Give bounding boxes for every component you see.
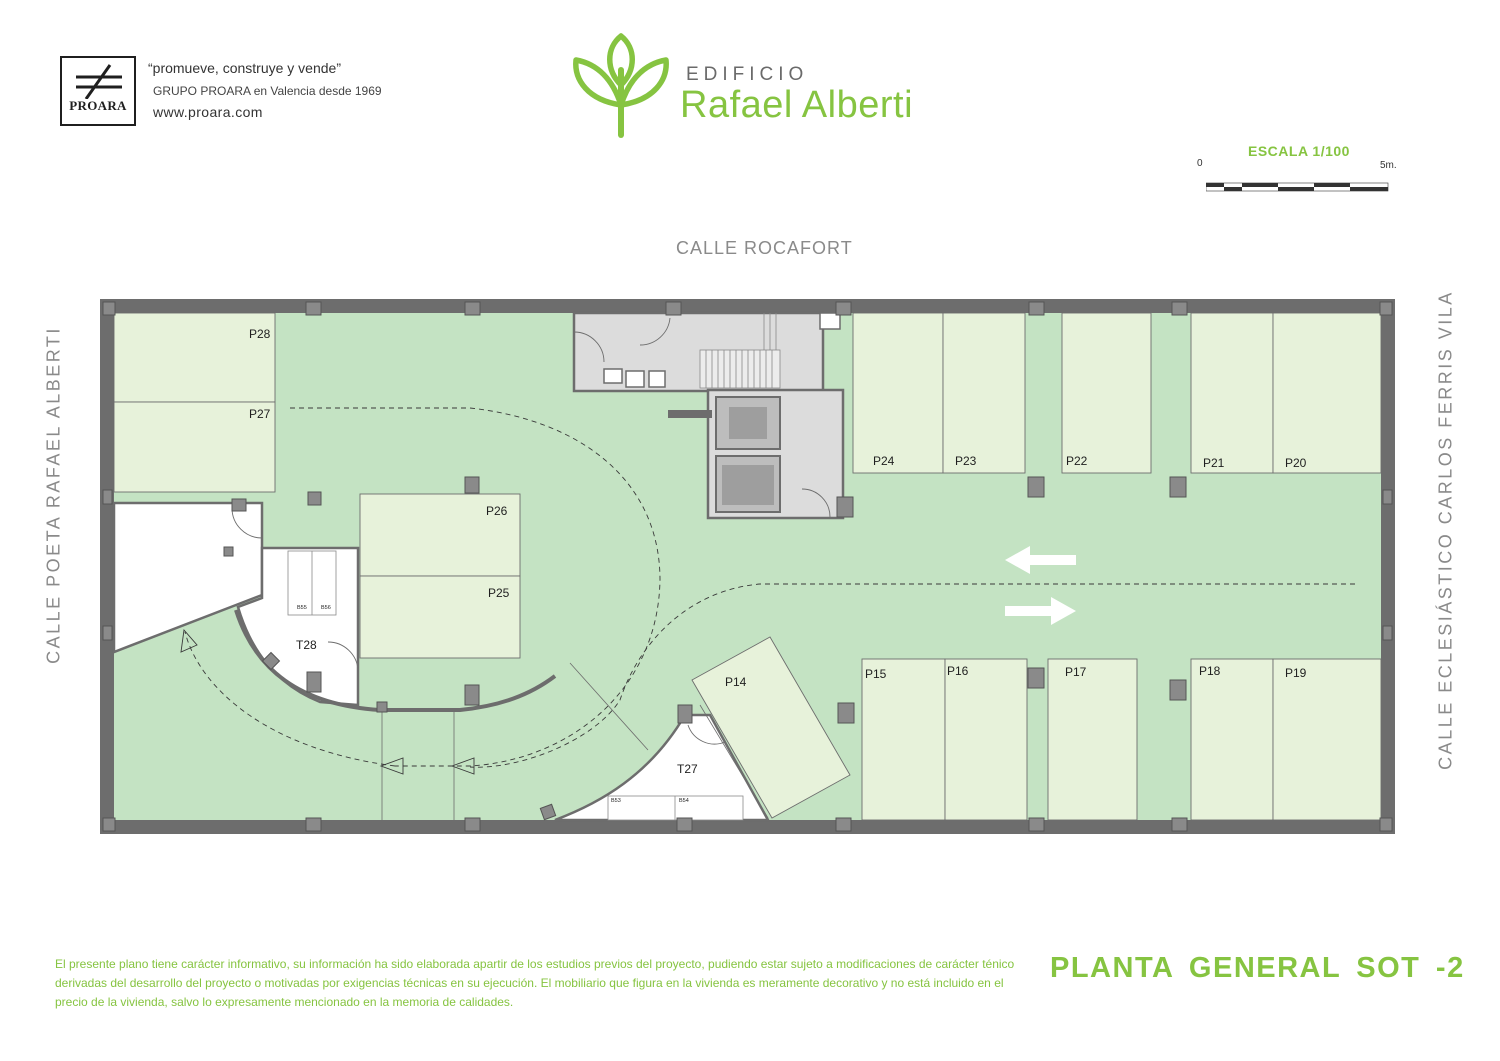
label-b55: B55 [297,605,307,611]
label-p18: P18 [1199,664,1221,678]
storage-boxes-b53-b54 [607,795,744,821]
circulation-path [184,407,1355,768]
company-since: GRUPO PROARA en Valencia desde 1969 [153,84,382,98]
label-p21: P21 [1203,456,1225,470]
arrow-left-icon [1005,546,1076,574]
parking-space-p19 [1272,658,1382,821]
label-p22: P22 [1066,454,1088,468]
parking-space-p25 [359,575,521,659]
proara-logo: PROARA [60,56,136,126]
logo-name: PROARA [69,98,127,113]
label-p14: P14 [725,675,747,689]
door-swings [231,317,831,745]
label-p25: P25 [488,586,510,600]
scale-end-label: 5m. [1380,160,1397,171]
parking-space-p27 [113,401,276,493]
label-p19: P19 [1285,666,1307,680]
label-p23: P23 [955,454,977,468]
scale-title: ESCALA 1/100 [1248,143,1350,159]
parking-space-p21 [1190,312,1274,474]
parking-space-p26 [359,493,521,577]
brand-subtitle: EDIFICIO [686,64,809,85]
label-p28: P28 [249,327,271,341]
street-label-top: CALLE ROCAFORT [676,238,853,258]
label-b54: B54 [679,798,689,804]
label-t27: T27 [677,762,698,776]
arrow-right-icon [1005,597,1076,625]
parking-spaces [113,312,1382,821]
parking-space-p20 [1272,312,1382,474]
parking-space-p23 [942,312,1026,474]
tagline: “promueve, construye y vende” [148,60,341,76]
parking-space-p24 [852,312,944,474]
parking-space-p14 [691,636,851,819]
label-b53: B53 [611,798,621,804]
website-link[interactable]: www.proara.com [153,104,263,120]
traffic-arrows [1005,546,1076,625]
scale-bar [1206,182,1389,192]
parking-space-p17 [1047,658,1138,821]
not-equal-logo-icon [76,64,122,99]
columns [102,301,1393,832]
label-p16: P16 [947,664,969,678]
label-p15: P15 [865,667,887,681]
scale-start-label: 0 [1197,158,1203,169]
brand-title: Rafael Alberti [680,84,914,126]
direction-arrowheads [180,628,475,775]
label-t28: T28 [296,638,317,652]
parking-space-p15 [861,658,946,821]
label-p24: P24 [873,454,895,468]
label-p20: P20 [1285,456,1307,470]
ramp-wall [234,609,557,712]
leaf-icon [573,33,669,138]
label-p26: P26 [486,504,508,518]
plan-title: PLANTA GENERAL SOT -2 [1050,952,1465,984]
parking-space-p18 [1190,658,1274,821]
label-p17: P17 [1065,665,1087,679]
stairs-icon [699,313,781,389]
label-p27: P27 [249,407,271,421]
parking-space-p22 [1061,312,1152,474]
label-b56: B56 [321,605,331,611]
parking-space-p16 [944,658,1028,821]
disclaimer-text: El presente plano tiene carácter informa… [55,957,1015,1009]
parking-space-p28 [113,312,276,403]
